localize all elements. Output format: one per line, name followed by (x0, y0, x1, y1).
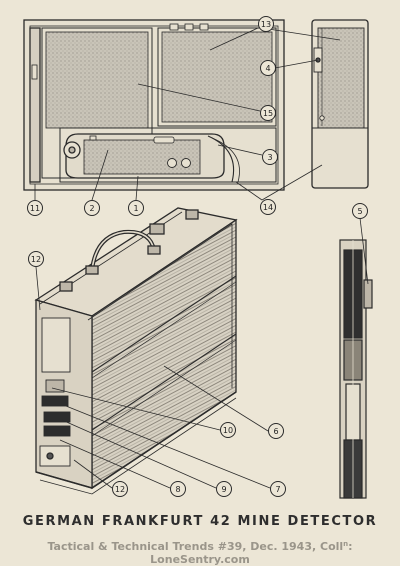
svg-text:8: 8 (175, 485, 180, 494)
svg-text:10: 10 (223, 426, 233, 435)
callout-6: 6 (268, 423, 284, 439)
svg-text:12: 12 (115, 485, 125, 494)
svg-text:13: 13 (261, 20, 271, 29)
svg-text:5: 5 (357, 207, 362, 216)
callout-4: 4 (260, 60, 276, 76)
callout-8: 8 (170, 481, 186, 497)
callout-7: 7 (270, 481, 286, 497)
callout-12-bottom: 12 (112, 481, 128, 497)
credit-suffix: : LoneSentry.com (150, 540, 353, 566)
source-credit: Tactical & Technical Trends #39, Dec. 19… (0, 540, 400, 566)
svg-text:6: 6 (273, 427, 278, 436)
callout-3: 3 (262, 149, 278, 165)
callout-9: 9 (216, 481, 232, 497)
svg-text:14: 14 (263, 203, 273, 212)
figure-title: GERMAN FRANKFURT 42 MINE DETECTOR (22, 514, 378, 529)
svg-text:15: 15 (263, 109, 273, 118)
callout-13: 13 (258, 16, 274, 32)
case-side-view (311, 19, 369, 189)
svg-text:11: 11 (30, 204, 40, 213)
probe-cross-section (339, 239, 373, 499)
callout-15: 15 (260, 105, 276, 121)
svg-text:9: 9 (221, 485, 226, 494)
callout-14: 14 (260, 199, 276, 215)
svg-text:4: 4 (265, 64, 270, 73)
credit-prefix: Tactical & Technical Trends #39, Dec. 19… (47, 540, 344, 553)
svg-text:12: 12 (31, 255, 41, 264)
leader-lines (34, 27, 369, 489)
svg-text:2: 2 (89, 204, 94, 213)
callout-5: 5 (352, 203, 368, 219)
closed-case-perspective (34, 207, 238, 495)
open-case-plan-view (23, 19, 285, 191)
callout-1: 1 (128, 200, 144, 216)
callout-2: 2 (84, 200, 100, 216)
callouts: 11 2 1 13 15 3 14 4 (27, 16, 368, 497)
callout-10: 10 (220, 422, 236, 438)
callout-12-top: 12 (28, 251, 44, 267)
svg-text:7: 7 (275, 485, 280, 494)
credit-superscript: n (343, 540, 349, 548)
svg-text:1: 1 (133, 204, 138, 213)
svg-text:3: 3 (267, 153, 272, 162)
callout-11: 11 (27, 200, 43, 216)
